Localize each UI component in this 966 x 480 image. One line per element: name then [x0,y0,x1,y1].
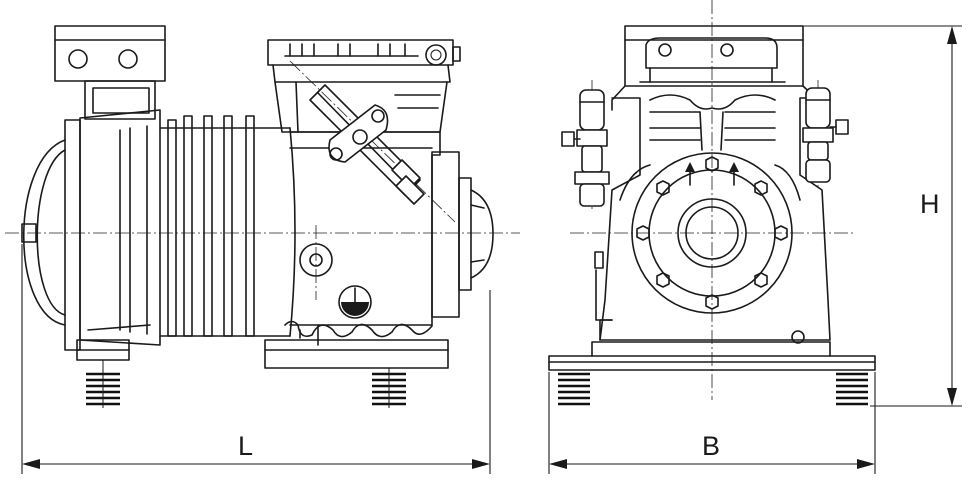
width-dimension: B [548,372,876,474]
suction-valve [309,84,425,205]
spring-damper-left [86,360,120,408]
width-label: B [702,431,720,461]
spring-damper-right [372,368,406,408]
front-left-valve [561,89,613,321]
length-dimension: L [21,244,491,474]
front-cylinder-head [611,25,819,113]
front-view: B H [548,0,962,474]
crankcase [264,131,449,369]
front-flange [631,152,793,314]
cylinder-head [267,39,461,133]
motor-housing [79,109,296,346]
front-base-plate [548,341,876,371]
front-spring-left [558,372,590,406]
height-dimension: H [803,25,962,407]
length-label: L [238,431,253,461]
oil-pump-cover [431,151,494,318]
front-spring-right [836,372,868,406]
cooling-fins [167,115,255,337]
front-right-valve [802,87,849,183]
terminal-box [54,25,166,120]
front-crankcase [599,94,831,344]
side-view: L [5,25,520,474]
height-label: H [920,189,940,219]
motor-end-cover [21,119,81,351]
